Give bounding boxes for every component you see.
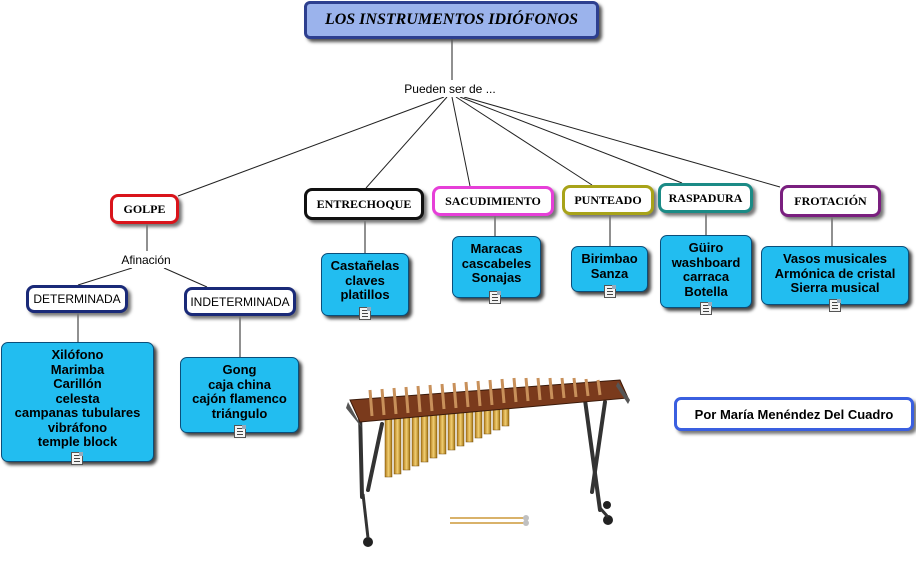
example-item: cajón flamenco	[192, 391, 287, 406]
document-icon[interactable]	[700, 302, 712, 315]
document-icon[interactable]	[489, 291, 501, 304]
author-credit: Por María Menéndez Del Cuadro	[674, 397, 914, 431]
example-item: Sanza	[590, 265, 629, 281]
subcategory-indeterminada: INDETERMINADA	[184, 287, 296, 316]
category-punteado: PUNTEADO	[562, 185, 654, 215]
document-icon[interactable]	[359, 307, 371, 320]
example-item: temple block	[37, 434, 118, 449]
examples-indeterminada: Gong caja china cajón flamenco triángulo	[180, 357, 299, 433]
example-item: Xilófono	[51, 347, 104, 362]
examples-sacudimiento: Maracas cascabeles Sonajas	[452, 236, 541, 298]
example-item: campanas tubulares	[14, 405, 141, 420]
connector-label-afinacion: Afinación	[110, 251, 182, 268]
example-item: cascabeles	[461, 255, 532, 271]
example-item: Marimba	[50, 361, 105, 377]
examples-frotacion: Vasos musicales Armónica de cristal Sier…	[761, 246, 909, 305]
connector-label-main: Pueden ser de ...	[395, 80, 505, 97]
example-item: Maracas	[470, 241, 523, 256]
example-item: Vasos musicales	[782, 251, 888, 266]
examples-determinada: Xilófono Marimba Carillón celesta campan…	[1, 342, 154, 462]
category-frotacion: FROTACIÓN	[780, 185, 881, 217]
subcategory-determinada: DETERMINADA	[26, 285, 128, 313]
example-item: Botella	[684, 283, 728, 299]
example-item: platillos	[340, 287, 390, 302]
example-item: claves	[345, 272, 385, 288]
example-item: Castañelas	[330, 258, 400, 273]
example-item: Gong	[222, 362, 257, 377]
example-item: vibráfono	[47, 419, 108, 435]
example-item: Sierra musical	[790, 280, 880, 295]
examples-entrechoque: Castañelas claves platillos	[321, 253, 409, 316]
document-icon[interactable]	[71, 452, 83, 465]
category-sacudimiento: SACUDIMIENTO	[432, 186, 554, 216]
example-item: Birimbao	[581, 251, 638, 266]
document-icon[interactable]	[829, 299, 841, 312]
examples-raspadura: Güiro washboard carraca Botella	[660, 235, 752, 308]
example-item: caja china	[208, 376, 271, 392]
example-item: Carillón	[53, 376, 102, 391]
category-entrechoque: ENTRECHOQUE	[304, 188, 424, 220]
example-item: Armónica de cristal	[774, 265, 896, 281]
document-icon[interactable]	[604, 285, 616, 298]
example-item: Güiro	[688, 240, 724, 255]
category-raspadura: RASPADURA	[658, 183, 753, 213]
document-icon[interactable]	[234, 425, 246, 438]
category-golpe: GOLPE	[110, 194, 179, 224]
example-item: celesta	[55, 390, 100, 406]
example-item: Sonajas	[471, 270, 522, 285]
example-item: washboard	[671, 254, 741, 270]
xylophone-image	[346, 377, 630, 547]
example-item: carraca	[682, 269, 730, 284]
example-item: triángulo	[211, 405, 268, 421]
main-title: LOS INSTRUMENTOS IDIÓFONOS	[304, 1, 599, 39]
